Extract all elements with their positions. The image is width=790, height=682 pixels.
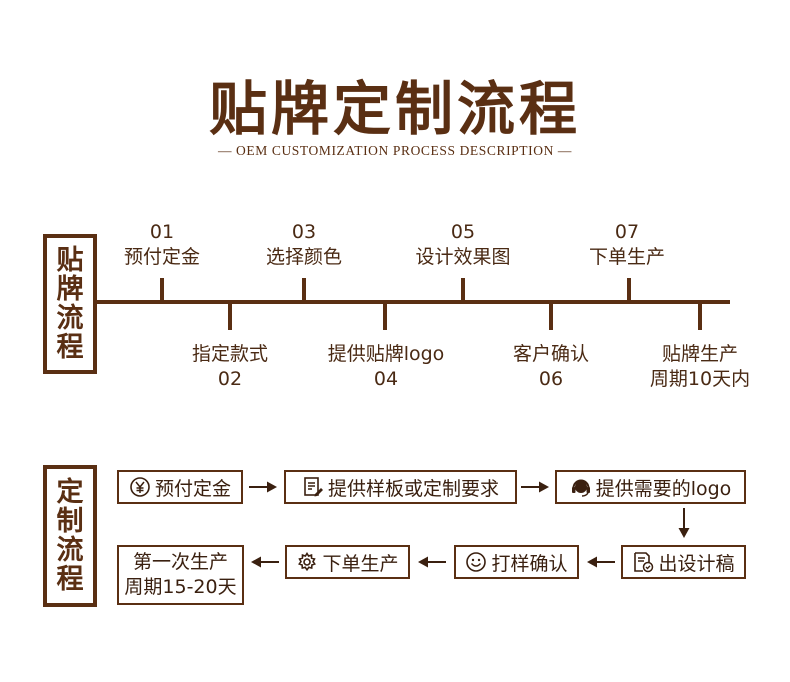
step-number: 04 xyxy=(373,368,399,390)
page-subtitle: — OEM CUSTOMIZATION PROCESS DESCRIPTION … xyxy=(217,143,572,158)
arrow-right-icon xyxy=(249,481,277,493)
flow-step-label: 第一次生产 xyxy=(132,551,228,573)
step-number: 05 xyxy=(450,221,476,243)
flow-step-label: 预付定金 xyxy=(154,477,231,500)
side-char: 制 xyxy=(56,506,84,537)
timeline-tick xyxy=(549,302,553,330)
step-number: 06 xyxy=(538,368,564,390)
timeline-step-06: 客户确认 06 xyxy=(466,342,636,392)
side-char: 牌 xyxy=(56,274,84,305)
flow-side-label: 定 制 流 程 xyxy=(43,465,97,607)
flow-step-label: 出设计稿 xyxy=(658,552,735,575)
step-label: 下单生产 xyxy=(588,246,665,268)
gear-icon xyxy=(296,551,318,573)
timeline-axis xyxy=(97,300,730,304)
document-check-icon xyxy=(632,551,654,573)
flow-step-label: 提供样板或定制要求 xyxy=(327,477,499,500)
flow-step-sample-confirm: 打样确认 xyxy=(454,545,579,579)
side-char: 贴 xyxy=(56,245,84,276)
arrow-right-icon xyxy=(521,481,549,493)
arrow-left-icon xyxy=(418,556,446,568)
timeline-tick xyxy=(627,278,631,302)
arrow-left-icon xyxy=(251,556,279,568)
flow-step-label: 下单生产 xyxy=(322,552,399,575)
timeline-tick xyxy=(383,302,387,330)
flow-step-label: 打样确认 xyxy=(491,552,568,575)
step-label: 选择颜色 xyxy=(265,246,342,268)
flow-step-label: 提供需要的logo xyxy=(595,477,732,500)
page-title: 贴牌定制流程 xyxy=(208,75,581,143)
timeline-step-07: 07 下单生产 xyxy=(542,220,712,270)
timeline-tick xyxy=(228,302,232,330)
arrow-left-icon xyxy=(587,556,615,568)
step-period: 周期10天内 xyxy=(649,368,751,390)
timeline-tick xyxy=(160,278,164,302)
headset-support-icon xyxy=(570,476,592,498)
side-char: 程 xyxy=(56,332,84,363)
flow-step-period: 周期15-20天 xyxy=(124,576,237,598)
side-char: 流 xyxy=(56,303,84,334)
flow-step-sample-request: 提供样板或定制要求 xyxy=(284,470,517,504)
step-number: 01 xyxy=(149,221,175,243)
smile-icon xyxy=(465,551,487,573)
step-label: 提供贴牌logo xyxy=(327,343,445,365)
arrow-down-icon xyxy=(678,508,690,538)
flow-step-deposit: 预付定金 xyxy=(117,470,243,504)
timeline-step-01: 01 预付定金 xyxy=(77,220,247,270)
side-char: 程 xyxy=(56,564,84,595)
step-number: 07 xyxy=(614,221,640,243)
yen-coin-icon xyxy=(129,476,151,498)
step-number: 02 xyxy=(217,368,243,390)
step-number: 03 xyxy=(291,221,317,243)
timeline-step-03: 03 选择颜色 xyxy=(219,220,389,270)
step-label: 预付定金 xyxy=(123,246,200,268)
timeline-step-02: 指定款式 02 xyxy=(145,342,315,392)
document-edit-icon xyxy=(302,476,324,498)
timeline-step-05: 05 设计效果图 xyxy=(378,220,548,270)
timeline-side-label: 贴 牌 流 程 xyxy=(43,234,97,374)
timeline-tick xyxy=(302,278,306,302)
flow-step-first-production: 第一次生产 周期15-20天 xyxy=(117,545,244,605)
timeline-tick xyxy=(461,278,465,302)
side-char: 定 xyxy=(56,477,84,508)
step-label: 设计效果图 xyxy=(415,246,511,268)
timeline-tick xyxy=(698,302,702,330)
flow-step-provide-logo: 提供需要的logo xyxy=(555,470,746,504)
step-label: 客户确认 xyxy=(512,343,589,365)
timeline-step-final: 贴牌生产 周期10天内 xyxy=(615,342,785,392)
side-char: 流 xyxy=(56,535,84,566)
timeline-step-04: 提供贴牌logo 04 xyxy=(301,342,471,392)
step-label: 指定款式 xyxy=(191,343,268,365)
step-label: 贴牌生产 xyxy=(661,343,738,365)
flow-step-production: 下单生产 xyxy=(285,545,410,579)
flow-step-design-draft: 出设计稿 xyxy=(621,545,746,579)
